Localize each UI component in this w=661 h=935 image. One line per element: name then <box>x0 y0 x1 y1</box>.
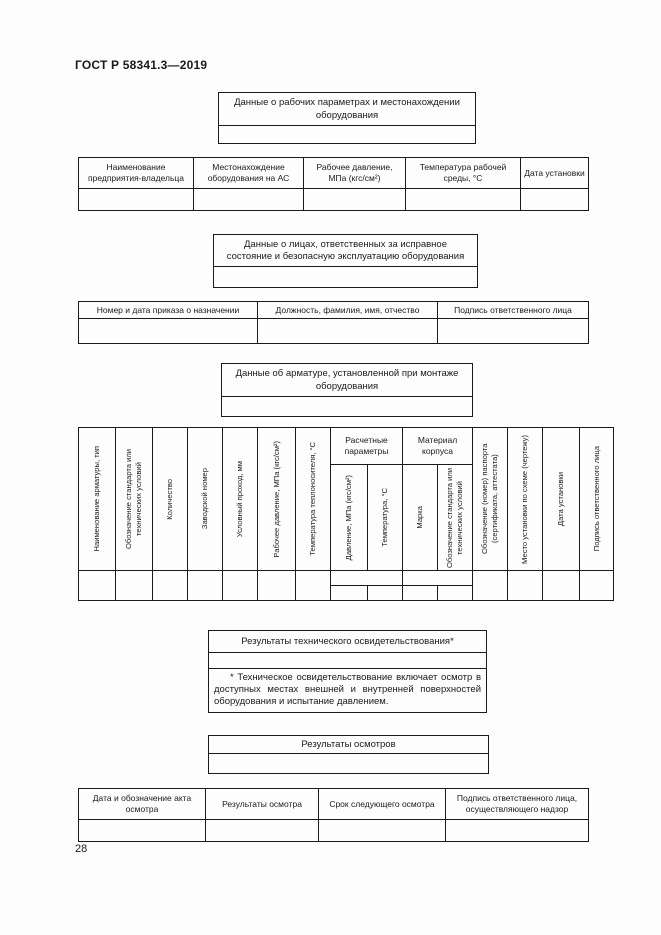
empty-cell <box>437 585 474 601</box>
column-header-vertical: Температура теплоносителя, °С <box>295 427 331 571</box>
column-header-vertical: Давление, МПа (кгс/см²) <box>330 464 368 571</box>
table-row <box>78 819 589 842</box>
empty-cell <box>187 570 223 601</box>
section-title: Результаты технического освидетельствова… <box>209 631 486 653</box>
column-header: Срок следующего осмотра <box>318 788 446 820</box>
column-header: Должность, фамилия, имя, отчество <box>257 301 438 319</box>
title-box-responsible-persons: Данные о лицах, ответственных за исправн… <box>213 234 478 288</box>
column-header: Результаты осмотра <box>205 788 319 820</box>
column-header: Рабочее давление, МПа (кгс/см²) <box>303 157 406 189</box>
empty-cell <box>78 819 206 842</box>
empty-cell <box>222 570 258 601</box>
empty-entry-row <box>209 653 486 668</box>
table-header-row: Дата и обозначение акта осмотра Результа… <box>78 788 589 820</box>
table-row <box>78 318 589 344</box>
empty-entry-row <box>214 267 477 287</box>
column-header: Наименование предприятия-владельца <box>78 157 194 189</box>
empty-entry-row <box>222 397 472 416</box>
column-header-vertical: Рабочее давление, МПа (кгс/см²) <box>257 427 296 571</box>
empty-cell <box>405 188 521 211</box>
empty-cell <box>318 819 446 842</box>
column-header: Дата установки <box>520 157 589 189</box>
empty-cell <box>78 318 258 344</box>
title-box-inspections: Результаты осмотров <box>208 735 489 775</box>
empty-cell <box>437 318 589 344</box>
column-header: Дата и обозначение акта осмотра <box>78 788 206 820</box>
column-header-vertical: Подпись ответственного лица <box>579 427 615 571</box>
table-header-row: Наименование предприятия-владельца Место… <box>78 157 589 189</box>
empty-entry-row <box>209 754 488 774</box>
empty-cell <box>115 570 153 601</box>
doc-number: ГОСТ Р 58341.3—2019 <box>75 58 208 72</box>
section-title: Данные о лицах, ответственных за исправн… <box>214 235 477 267</box>
empty-cell <box>402 585 439 601</box>
page-number: 28 <box>75 843 88 855</box>
empty-cell <box>542 570 581 601</box>
group-header-body-material: Материал корпуса <box>402 427 474 465</box>
empty-cell <box>152 570 188 601</box>
valves-header-row-groups: Наименование арматуры, тип Обозначение с… <box>78 427 615 571</box>
title-box-valves: Данные об арматуре, установленной при мо… <box>221 363 473 417</box>
column-header: Подпись ответственного лица <box>437 301 589 319</box>
empty-cell <box>329 570 404 586</box>
title-box-tech-examination: Результаты технического освидетельствова… <box>208 630 487 714</box>
column-header-vertical: Наименование арматуры, тип <box>78 427 116 571</box>
section-title: Данные об арматуре, установленной при мо… <box>222 364 472 397</box>
section-title: Результаты осмотров <box>209 736 488 755</box>
column-header-vertical: Обозначение стандарта или технических ус… <box>437 464 474 571</box>
valves-data-row-upper <box>78 570 615 601</box>
empty-cell <box>257 318 438 344</box>
empty-cell <box>78 188 194 211</box>
empty-cell <box>507 570 544 601</box>
column-header-vertical: Условный проход, мм <box>222 427 258 571</box>
column-header: Номер и дата приказа о назначении <box>78 301 258 319</box>
column-header: Подпись ответственного лица, осуществляю… <box>445 788 589 820</box>
empty-cell <box>472 570 509 601</box>
empty-cell <box>579 570 615 601</box>
column-header-vertical: Обозначение (номер) паспорта (сертификат… <box>472 427 509 571</box>
empty-cell <box>193 188 304 211</box>
empty-cell <box>402 570 474 586</box>
inspection-results-table: Дата и обозначение акта осмотра Результа… <box>78 788 589 842</box>
group-header-design-params: Расчетные параметры <box>329 427 404 465</box>
column-header-vertical: Дата установки <box>542 427 581 571</box>
empty-cell <box>205 819 319 842</box>
empty-cell <box>520 188 589 211</box>
valves-data-row-lower <box>79 585 614 601</box>
empty-cell <box>445 819 589 842</box>
empty-cell <box>257 570 296 601</box>
column-header-vertical: Заводской номер <box>187 427 223 571</box>
table-row <box>78 188 589 211</box>
column-header: Местонахождение оборудования на АС <box>193 157 304 189</box>
empty-cell <box>295 570 331 601</box>
column-header: Температура рабочей среды, °С <box>405 157 521 189</box>
valves-table: Наименование арматуры, тип Обозначение с… <box>78 427 615 601</box>
responsible-persons-table: Номер и дата приказа о назначении Должно… <box>78 301 589 344</box>
section-title: Данные о рабочих параметрах и местонахож… <box>219 93 475 126</box>
column-header-vertical: Температура, °С <box>366 464 404 571</box>
column-header-vertical: Место установки по схеме (чертежу) <box>507 427 544 571</box>
empty-cell <box>330 585 368 601</box>
column-header-vertical: Количество <box>152 427 188 571</box>
column-header-vertical: Обозначение стандарта или технических ус… <box>115 427 153 571</box>
empty-entry-row <box>219 126 475 143</box>
empty-cell <box>78 570 116 601</box>
footnote-text: * Техническое освидетельствование включа… <box>209 668 486 712</box>
empty-cell <box>303 188 406 211</box>
operating-params-table: Наименование предприятия-владельца Место… <box>78 157 589 211</box>
title-box-operating-params: Данные о рабочих параметрах и местонахож… <box>218 92 476 144</box>
column-header-vertical: Марка <box>402 464 439 571</box>
empty-cell <box>366 585 404 601</box>
table-header-row: Номер и дата приказа о назначении Должно… <box>78 301 589 319</box>
